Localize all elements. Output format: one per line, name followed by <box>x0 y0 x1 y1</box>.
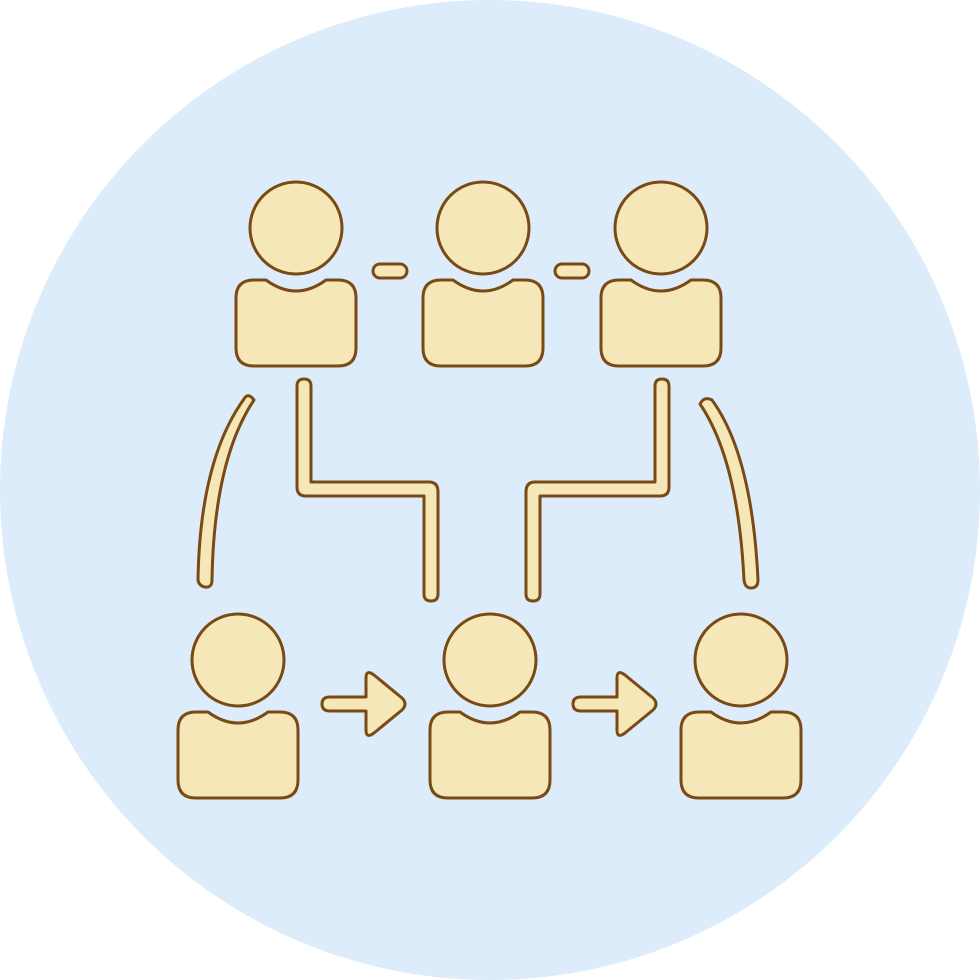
person-icon <box>421 180 545 368</box>
person-body <box>421 278 545 368</box>
person-icon <box>234 180 358 368</box>
person-head <box>693 612 789 708</box>
arc-connector-left <box>196 394 256 589</box>
person-body <box>428 710 552 800</box>
elbow-connector-left <box>295 377 440 603</box>
person-icon <box>176 612 300 800</box>
person-head <box>190 612 286 708</box>
dash-connector-left <box>371 262 409 280</box>
person-body <box>599 278 723 368</box>
arc-connector-right <box>698 397 760 590</box>
connection-lines <box>196 262 760 737</box>
elbow-connector-right <box>524 377 671 603</box>
person-head <box>442 612 538 708</box>
people-group <box>176 180 803 800</box>
person-head <box>435 180 531 276</box>
person-body <box>679 710 803 800</box>
person-head <box>248 180 344 276</box>
arrow-right-icon <box>571 671 658 737</box>
person-body <box>176 710 300 800</box>
person-icon <box>679 612 803 800</box>
person-icon <box>599 180 723 368</box>
arrow-right-icon <box>320 671 407 737</box>
person-body <box>234 278 358 368</box>
person-icon <box>428 612 552 800</box>
person-head <box>613 180 709 276</box>
dash-connector-right <box>553 262 591 280</box>
